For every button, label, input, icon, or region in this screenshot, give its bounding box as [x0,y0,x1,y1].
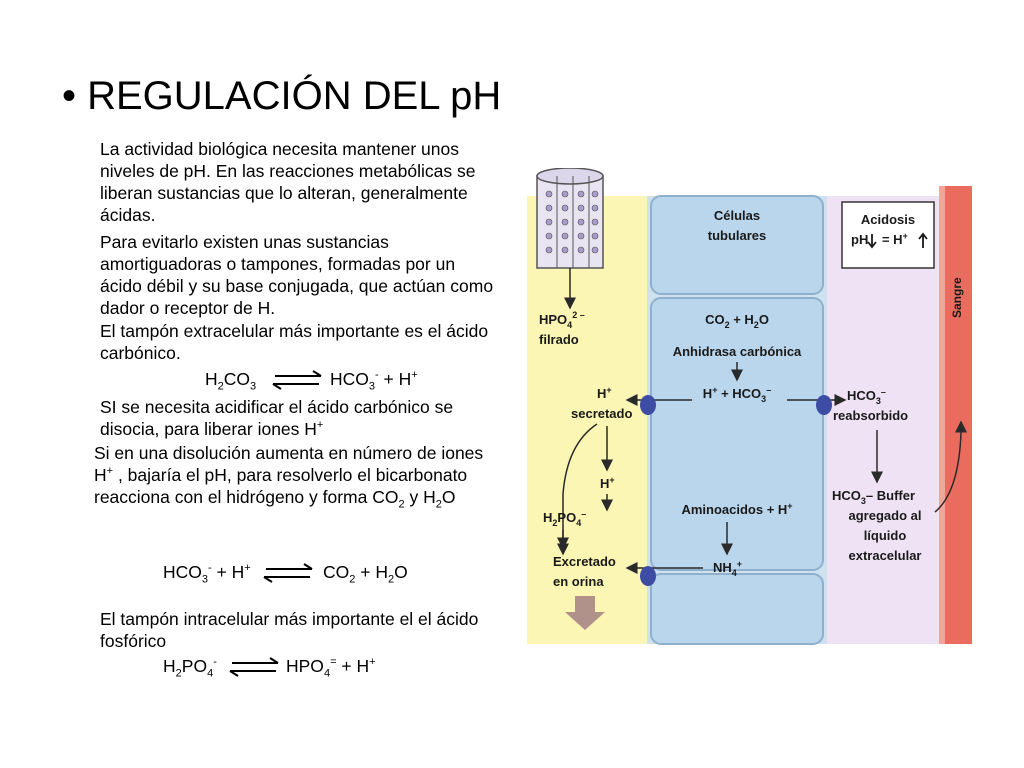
acidosis-ph-label: pH = H+ [851,231,908,247]
excretado-label: Excretado [553,554,616,569]
equation-bicarbonate-right: CO2 + H2O [323,562,408,586]
extracelular-label: extracelular [849,548,922,563]
co2-h2o-label: CO2 + H2O [705,312,769,330]
agregado-label: agregado al [849,508,922,523]
celulas-label: Células [714,208,760,223]
ammonium-transporter-icon [640,566,656,586]
bicarbonate-transporter-icon [816,395,832,415]
hco3-buffer-label: HCO3– Buffer [832,488,915,506]
slide-title: • REGULACIÓN DEL pH [62,74,502,118]
tubular-cell-bottom [650,573,824,645]
equation-phosphate-left: H2PO4- [163,656,217,680]
secretado-label: secretado [571,406,632,421]
hco3-reabsorbido-label: HCO3– [847,387,886,406]
liquido-label: líquido [864,528,907,543]
excretion-arrow-icon [565,596,605,630]
renal-tubule-diagram: Sangre Células tubulares Acidosis pH = H… [527,168,972,645]
equilibrium-arrows-icon [272,370,322,390]
paragraph-increase-h: Si en una disolución aumenta en número d… [94,443,484,511]
hpo4-label: HPO42 – [539,310,585,330]
h-hco3-label: H+ + HCO3– [703,385,771,404]
sangre-label: Sangre [950,277,964,318]
tubulares-label: tubulares [708,228,767,243]
equilibrium-arrows-icon [229,657,279,677]
nh4-label: NH4+ [713,559,742,578]
h-plus-label: H+ [600,475,615,491]
tubular-cell-main [650,297,824,571]
equation-carbonic-acid-right: HCO3- + H+ [330,369,418,393]
paragraph-intracellular-buffer: El tampón intracelular más importante el… [100,609,479,651]
anhidrasa-label: Anhidrasa carbónica [673,344,802,359]
h-secretado-h-label: H+ [597,385,612,401]
tubule-cylinder-icon [536,168,604,310]
tubular-cell-top [650,195,824,295]
paragraph-acidify: SI se necesita acidificar el ácido carbó… [100,397,454,439]
paragraph-extracellular-buffer: El tampón extracelular más importante es… [100,321,489,363]
filtrado-label: filrado [539,332,579,347]
paragraph-intro: La actividad biológica necesita mantener… [100,139,476,225]
paragraph-buffers: Para evitarlo existen unas sustancias am… [100,232,494,318]
equilibrium-arrows-icon [263,563,313,583]
interstitial-space [827,196,939,644]
reabsorbido-label: reabsorbido [833,408,908,423]
equation-phosphate-right: HPO4= + H+ [286,656,376,680]
acidosis-label: Acidosis [861,212,915,227]
equation-bicarbonate-left: HCO3- + H+ [163,562,251,586]
equation-carbonic-acid-left: H2CO3 [205,369,257,393]
arrow-up-icon [918,232,928,248]
acidosis-box [841,201,935,269]
h2po4-label: H2PO4– [543,509,586,528]
aminoacidos-label: Aminoacidos + H+ [681,501,792,517]
proton-pump-icon [640,395,656,415]
arrow-down-icon [867,234,877,249]
en-orina-label: en orina [553,574,604,589]
